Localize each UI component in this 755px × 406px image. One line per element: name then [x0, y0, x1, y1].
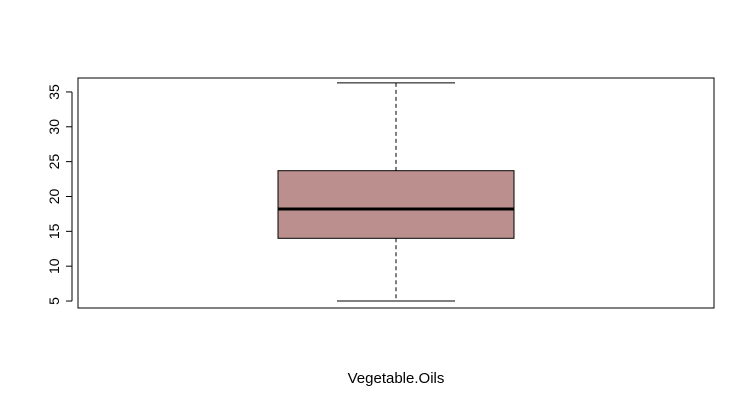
y-tick-label: 30	[46, 119, 62, 135]
y-tick-label: 20	[46, 188, 62, 204]
y-tick-label: 5	[46, 297, 62, 305]
box-plot	[277, 82, 515, 302]
interquartile-box	[277, 170, 515, 239]
y-tick-label: 35	[46, 84, 62, 100]
y-tick-label: 25	[46, 154, 62, 170]
x-axis-label: Vegetable.Oils	[348, 370, 445, 387]
y-tick-label: 15	[46, 223, 62, 239]
y-tick-label: 10	[46, 258, 62, 274]
plot-frame	[77, 77, 715, 309]
y-axis: 5 10 15 20 25 30 35	[46, 84, 73, 305]
